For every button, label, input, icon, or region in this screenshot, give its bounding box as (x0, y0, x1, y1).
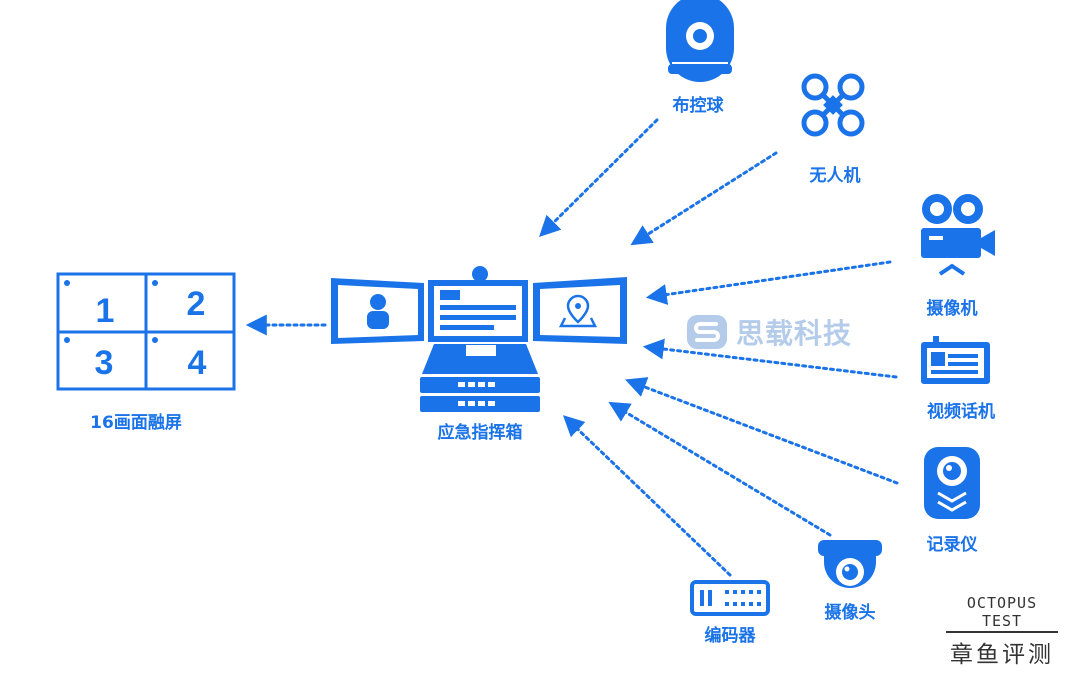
body-recorder-icon (924, 447, 980, 519)
watermark: 思载科技 (686, 312, 852, 352)
arrow-encoder-to-box (562, 415, 732, 577)
watermark-logo-icon (687, 315, 727, 349)
fusion-screen-icon: 1 2 3 4 (56, 272, 236, 391)
octopus-test-logo: OCTOPUS TEST 章鱼评测 (946, 594, 1058, 669)
encoder-icon (690, 580, 770, 616)
screen-tile-2: 2 (187, 285, 206, 323)
arrow-dome-to-box (608, 401, 832, 537)
video-phone-icon (921, 336, 990, 384)
label-surveillance-ball: 布控球 (672, 96, 724, 116)
watermark-text: 思载科技 (736, 317, 853, 350)
screen-tile-1: 1 (96, 292, 115, 330)
screen-tile-4: 4 (188, 344, 207, 382)
dome-camera-icon (818, 540, 882, 588)
brand-en: OCTOPUS TEST (946, 594, 1058, 633)
label-video-phone: 视频话机 (927, 402, 995, 422)
label-encoder: 编码器 (704, 626, 756, 646)
label-dome-camera: 摄像头 (824, 603, 876, 623)
arrow-ball-to-box (539, 118, 659, 237)
arrow-camcorder-to-box (645, 260, 892, 305)
brand-zh: 章鱼评测 (950, 642, 1054, 668)
label-camcorder: 摄像机 (926, 299, 978, 319)
arrow-recorder-to-box (625, 377, 899, 485)
command-box-icon (331, 266, 627, 412)
connections (245, 118, 899, 577)
label-command-box: 应急指挥箱 (437, 423, 523, 443)
label-fusion-screen: 16画面融屏 (90, 413, 182, 433)
surveillance-ball-icon (666, 0, 734, 82)
camcorder-icon (921, 194, 995, 276)
label-body-recorder: 记录仪 (926, 535, 978, 555)
drone-icon (801, 73, 865, 137)
arrow-videophone-to-box (642, 338, 898, 379)
screen-tile-3: 3 (95, 344, 114, 382)
arrow-drone-to-box (630, 151, 778, 246)
label-drone: 无人机 (809, 166, 861, 186)
